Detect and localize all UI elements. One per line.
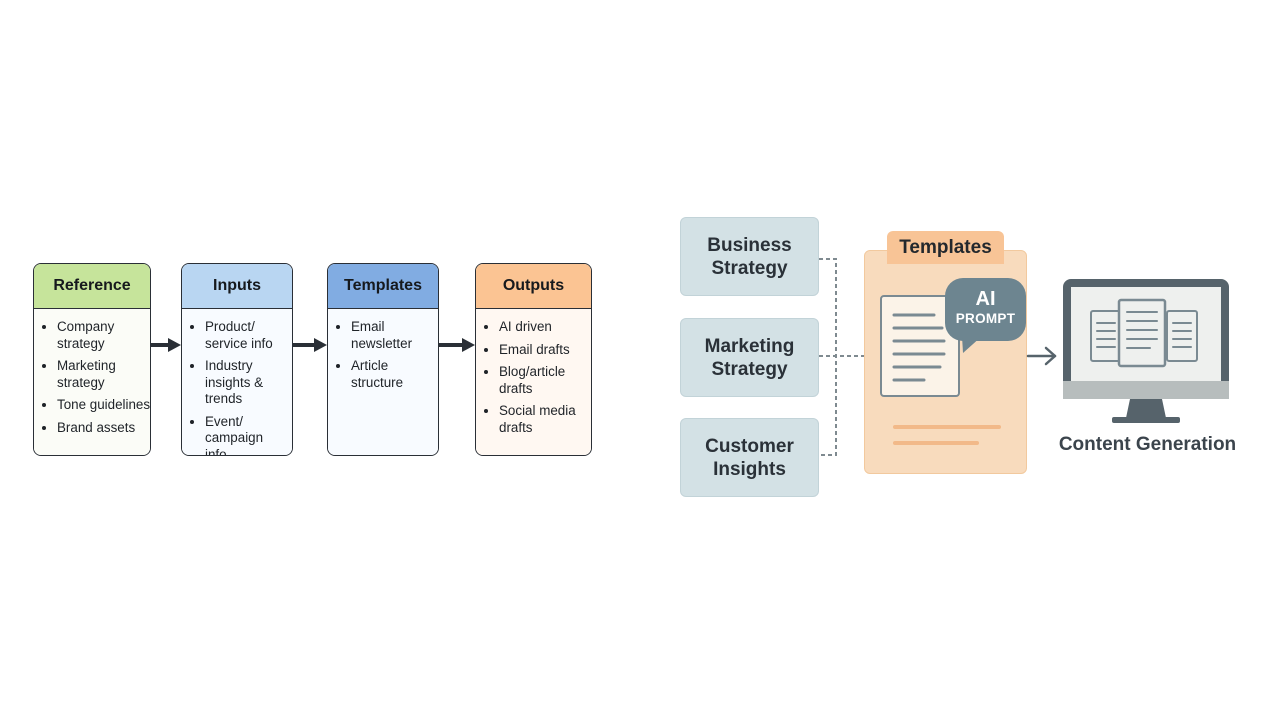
reference-item: Tone guidelines (57, 397, 150, 414)
inputs-item: Product/ service info (205, 319, 286, 352)
arrow-templates-to-outputs-icon (439, 338, 475, 352)
reference-item: Company strategy (57, 319, 144, 352)
speech-bubble-tail-icon (962, 336, 982, 353)
reference-card: Reference Company strategy Marketing str… (33, 263, 151, 456)
document-lines-icon (892, 313, 946, 382)
inputs-card: Inputs Product/ service info Industry in… (181, 263, 293, 456)
reference-item: Brand assets (57, 420, 144, 437)
outputs-card: Outputs AI driven Email drafts Blog/arti… (475, 263, 592, 456)
inputs-item: Event/ campaign info (205, 414, 286, 456)
reference-item: Marketing strategy (57, 358, 144, 391)
templates-card: Templates Email newsletter Article struc… (327, 263, 439, 456)
arrow-reference-to-inputs-icon (151, 338, 181, 352)
arrow-right-icon (1026, 346, 1057, 366)
content-generation-caption: Content Generation (1058, 434, 1237, 455)
outputs-item: Blog/article drafts (499, 364, 585, 397)
monitor-icon (1063, 279, 1229, 423)
document-icon (880, 295, 960, 397)
ai-prompt-subtitle: PROMPT (955, 311, 1016, 326)
reference-card-title: Reference (34, 264, 150, 309)
inputs-card-title: Inputs (182, 264, 292, 309)
outputs-item: AI driven (499, 319, 585, 336)
template-lines-icon (893, 425, 1001, 445)
templates-item: Article structure (351, 358, 432, 391)
business-strategy-box: Business Strategy (680, 217, 819, 296)
monitor-documents-icon (1090, 298, 1198, 368)
ai-prompt-title: AI (975, 288, 996, 310)
templates-item: Email newsletter (351, 319, 432, 352)
marketing-strategy-box: Marketing Strategy (680, 318, 819, 397)
outputs-item: Social media drafts (499, 403, 585, 436)
outputs-card-title: Outputs (476, 264, 591, 309)
customer-insights-box: Customer Insights (680, 418, 819, 497)
templates-panel-title: Templates (887, 231, 1004, 264)
arrow-inputs-to-templates-icon (293, 338, 327, 352)
ai-prompt-bubble: AI PROMPT (945, 278, 1026, 341)
outputs-item: Email drafts (499, 342, 585, 359)
inputs-item: Industry insights & trends (205, 358, 286, 408)
templates-card-title: Templates (328, 264, 438, 309)
